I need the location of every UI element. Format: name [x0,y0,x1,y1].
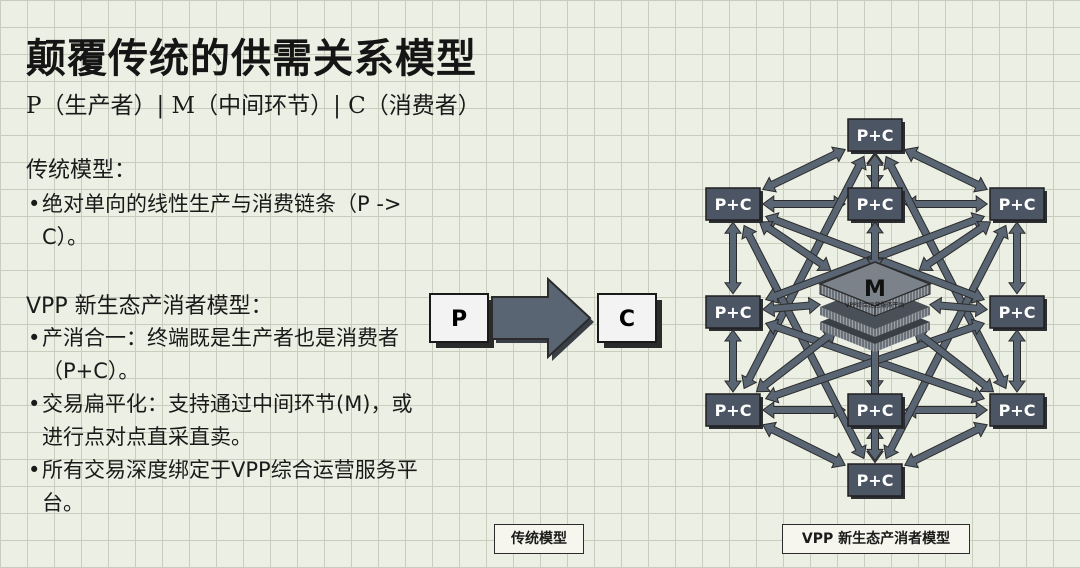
page-title: 颠覆传统的供需关系模型 [26,36,477,82]
vpp-nodes: P+C P+C P+C P+C P+C P+C P+C P+C P+C P+C [705,118,1047,499]
connection-arrow [761,195,847,213]
prosumer-label: P+C [999,303,1036,322]
connection-arrow [724,329,742,393]
connection-arrow [761,296,822,318]
prosumer-node: P+C [989,295,1047,331]
connection-arrow [761,401,847,419]
connection-arrow [928,296,989,318]
prosumer-node: P+C [989,393,1047,429]
list-item: •绝对单向的线性生产与消费链条（P -> C）。 [28,192,402,249]
hub-label: M [864,277,886,302]
prosumer-node: P+C [705,295,763,331]
list-item: •交易扁平化：支持通过中间环节(M)，或进行点对点直采直卖。 [28,392,413,449]
consumer-box [597,293,657,343]
prosumer-label: P+C [715,401,752,420]
traditional-model-list: •绝对单向的线性生产与消费链条（P -> C）。 [26,188,426,254]
prosumer-label: P+C [999,401,1036,420]
prosumer-node: P+C [705,393,763,429]
connection-arrow [758,220,832,272]
connection-arrow [1008,329,1026,393]
traditional-model-heading: 传统模型： [26,158,137,183]
prosumer-label: P+C [857,126,894,145]
connection-arrow [762,421,846,469]
prosumer-node: P+C [847,118,905,154]
consumer-label: C [619,307,635,332]
connection-arrow [724,221,742,295]
vpp-model-heading: VPP 新生态产消者模型： [26,294,273,319]
hub-sublabel: VPP综合运营服务平台 [845,301,904,309]
connection-arrow [883,224,1009,460]
prosumer-node: P+C [847,463,905,499]
list-item: •产消合一：终端既是生产者也是消费者（P+C）。 [28,326,399,383]
prosumer-node: P+C [847,393,905,429]
connection-arrow [1008,221,1026,295]
producer-label: P [451,307,467,332]
vpp-hub: M VPP综合运营服务平台 [817,261,933,352]
vpp-connections [724,146,1026,469]
prosumer-label: P+C [857,195,894,214]
prosumer-node: P+C [705,187,763,223]
traditional-diagram: P C [429,276,662,361]
producer-box [429,293,489,343]
prosumer-label: P+C [999,195,1036,214]
connection-arrow [918,220,992,272]
connection-arrow [904,146,988,193]
list-item: •所有交易深度绑定于VPP综合运营服务平台。 [28,458,418,515]
prosumer-node: P+C [989,187,1047,223]
traditional-model-caption: 传统模型 [494,524,584,554]
prosumer-label: P+C [857,401,894,420]
connection-arrow [741,224,867,460]
prosumer-node: P+C [847,187,905,223]
vpp-model-list: •产消合一：终端既是生产者也是消费者（P+C）。 •交易扁平化：支持通过中间环节… [26,322,426,520]
connection-arrow [762,146,846,193]
page-subtitle: P（生产者）| M（中间环节）| C（消费者） [26,93,481,119]
flow-arrow [491,276,592,360]
connection-arrow [904,421,988,469]
prosumer-label: P+C [715,303,752,322]
vpp-model-caption: VPP 新生态产消者模型 [782,524,970,554]
prosumer-label: P+C [715,195,752,214]
prosumer-label: P+C [857,471,894,490]
